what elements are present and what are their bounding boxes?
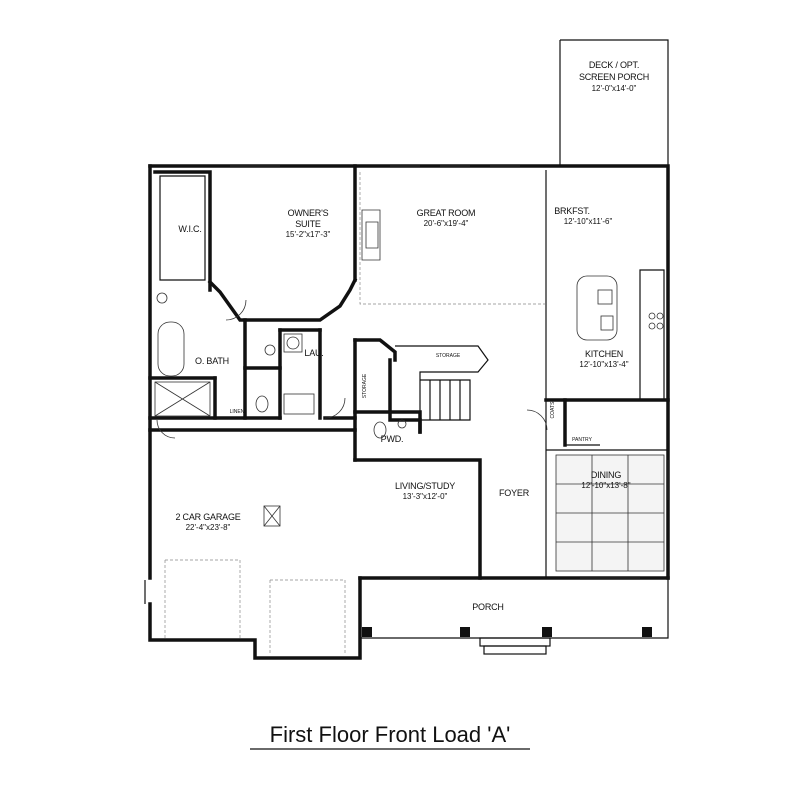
deck-area [559, 39, 669, 166]
coats-label: COATS [550, 401, 556, 419]
storage-side-label: STORAGE [362, 373, 368, 398]
porch-label: PORCH [472, 602, 504, 612]
windows [230, 165, 669, 579]
living-study-label: LIVING/STUDY [395, 481, 455, 491]
dining-floor-grid [555, 454, 665, 572]
garage-label: 2 CAR GARAGE [175, 512, 240, 522]
pantry-label: PANTRY [572, 437, 592, 443]
owners-suite-label-line1: OWNER'S [288, 208, 329, 218]
owners-suite-label-line2: SUITE [295, 219, 321, 229]
fixtures [154, 209, 664, 655]
o-bath-label: O. BATH [195, 356, 229, 366]
pwd-label: PWD. [381, 434, 404, 444]
linen-label: LINEN [230, 409, 245, 415]
garage-dims: 22'-4"x23'-8" [186, 523, 231, 532]
front-porch [359, 578, 669, 655]
deck-label-line2: SCREEN PORCH [579, 72, 649, 82]
foyer-label: FOYER [499, 488, 530, 498]
brkfst-dims: 12'-10"x11'-6" [564, 217, 613, 226]
deck-label-line1: DECK / OPT. [589, 60, 639, 70]
great-room-dims: 20'-6"x19'-4" [424, 219, 469, 228]
living-study-dims: 13'-3"x12'-0" [403, 492, 448, 501]
owners-suite-dims: 15'-2"x17'-3" [286, 230, 331, 239]
storage-stair-label: STORAGE [436, 353, 461, 359]
plan-caption: First Floor Front Load 'A' [270, 722, 511, 747]
dining-label: DINING [591, 470, 621, 480]
great-room-label: GREAT ROOM [417, 208, 476, 218]
room-labels: DECK / OPT. SCREEN PORCH 12'-0"x14'-0" O… [175, 60, 649, 612]
dining-dims: 12'-10"x13'-8" [581, 481, 630, 490]
kitchen-dims: 12'-10"x13'-4" [579, 360, 628, 369]
brkfst-label: BRKFST. [554, 206, 590, 216]
kitchen-label: KITCHEN [585, 349, 623, 359]
interior-walls [148, 164, 670, 580]
wic-label: W.I.C. [178, 224, 201, 234]
lau-label: LAU. [304, 348, 323, 358]
deck-dims: 12'-0"x14'-0" [592, 84, 637, 93]
